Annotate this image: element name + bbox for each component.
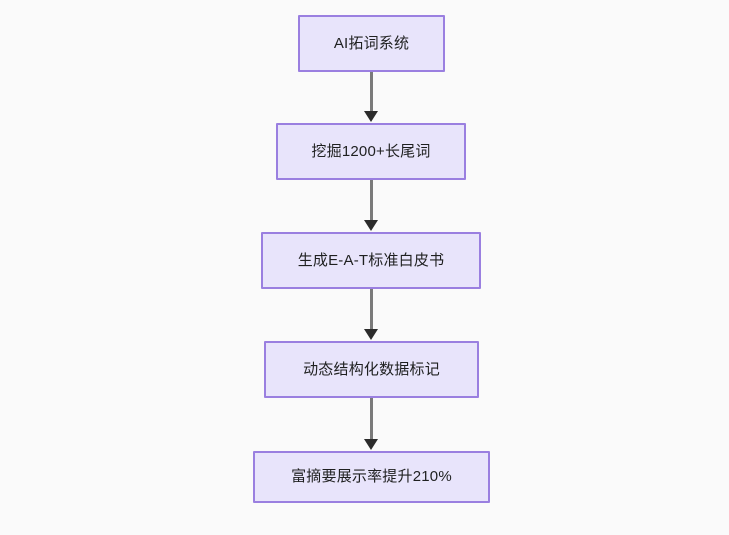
arrow-down-icon bbox=[364, 220, 378, 231]
flowchart-edge-n1-n2 bbox=[370, 72, 373, 112]
flowchart-node-n5[interactable]: 富摘要展示率提升210% bbox=[253, 451, 490, 503]
arrow-down-icon bbox=[364, 111, 378, 122]
arrow-down-icon bbox=[364, 329, 378, 340]
flowchart-edge-n3-n4 bbox=[370, 289, 373, 330]
flowchart-node-n2[interactable]: 挖掘1200+长尾词 bbox=[276, 123, 466, 180]
flowchart-node-n1[interactable]: AI拓词系统 bbox=[298, 15, 445, 72]
flowchart-node-label: 生成E-A-T标准白皮书 bbox=[297, 251, 445, 269]
flowchart-node-n3[interactable]: 生成E-A-T标准白皮书 bbox=[261, 232, 481, 289]
flowchart-edge-n2-n3 bbox=[370, 180, 373, 221]
flowchart-node-n4[interactable]: 动态结构化数据标记 bbox=[264, 341, 479, 398]
flowchart-node-label: 富摘要展示率提升210% bbox=[291, 468, 452, 485]
flowchart-node-label: 动态结构化数据标记 bbox=[303, 360, 440, 378]
flowchart-edge-n4-n5 bbox=[370, 398, 373, 440]
flowchart-node-label: AI拓词系统 bbox=[333, 34, 410, 52]
arrow-down-icon bbox=[364, 439, 378, 450]
flowchart-node-label: 挖掘1200+长尾词 bbox=[311, 142, 431, 160]
